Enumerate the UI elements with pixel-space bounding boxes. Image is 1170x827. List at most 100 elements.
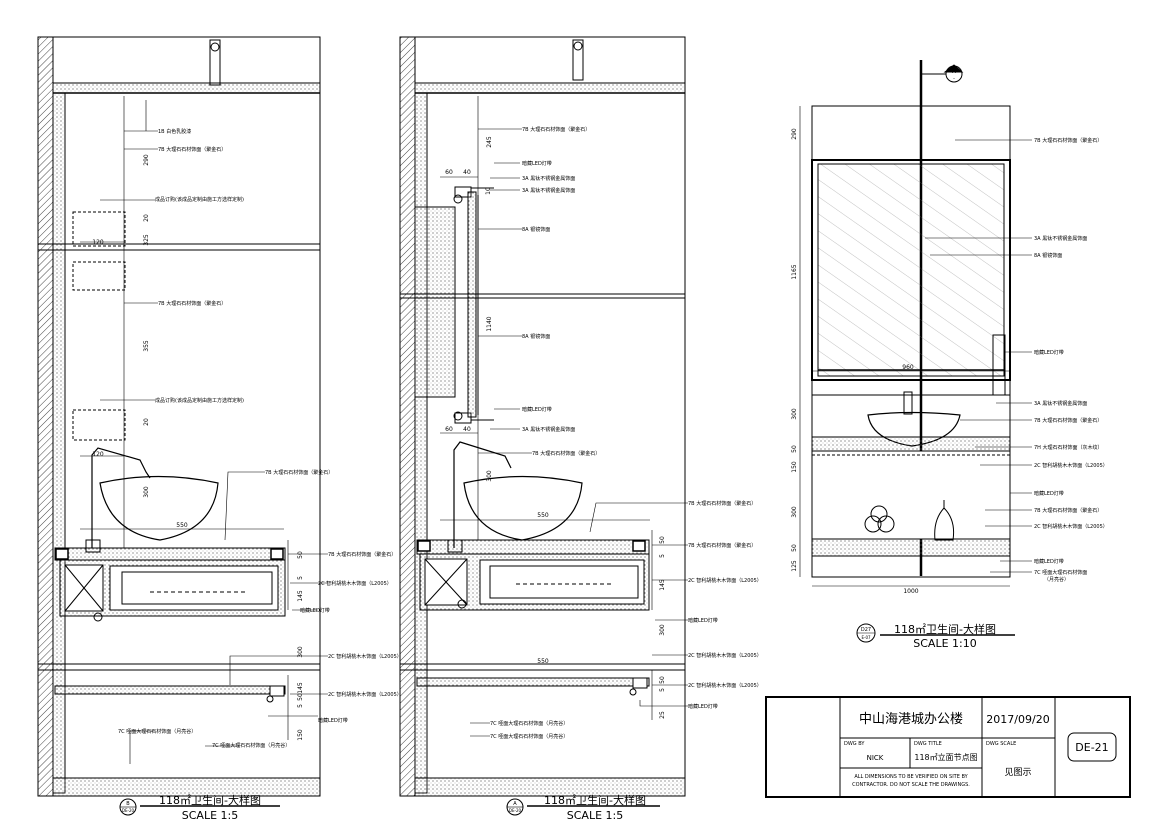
title-date: 2017/09/20: [986, 713, 1049, 726]
section-tag-bottom: -: [953, 76, 955, 82]
note-a-1: 暗藏LED灯带: [522, 160, 552, 167]
note-b-2: 成品订购(该成品定制由施工方选样定制): [155, 196, 244, 203]
note-c-9: 7B 大理石石材饰面（聚金石）: [1034, 507, 1102, 514]
dim-b-d355: 355: [143, 340, 150, 352]
dim-b-d300: 300: [143, 486, 150, 498]
tag-a-bottom: DE-20: [509, 808, 522, 813]
note-a-15: 暗藏LED灯带: [688, 703, 718, 710]
dim-a-d300: 300: [486, 470, 493, 482]
note-b-8: 暗藏LED灯带: [300, 607, 330, 614]
dim-a-d550: 550: [537, 512, 549, 519]
scale-b: SCALE 1:5: [182, 809, 238, 822]
note-c-11: 暗藏LED灯带: [1034, 558, 1064, 565]
drawing-title-a: A DE-20 118㎡卫生间-大样图 SCALE 1:5: [506, 793, 660, 822]
tag-b-top: B: [126, 801, 130, 807]
dim-b-d325: 325: [143, 234, 150, 246]
dim-c-d50b: 50: [791, 544, 798, 552]
dim-c-d290: 290: [791, 128, 798, 140]
dim-c-d50: 50: [791, 445, 798, 453]
dim-b-d20a: 20: [143, 214, 150, 222]
scale-c: SCALE 1:10: [913, 637, 976, 650]
dim-c-d125: 125: [791, 560, 798, 572]
dim-b-d300b: 300: [297, 646, 304, 658]
dim-a-d5: 5: [659, 554, 666, 558]
note-a-16: 7C 哑面大理石石材饰面（月亮谷）: [490, 720, 568, 727]
note-a-12: 暗藏LED灯带: [688, 617, 718, 624]
title-dwg-scale-label: DWG SCALE: [986, 741, 1016, 747]
dim-a-d60: 60: [445, 169, 453, 176]
dim-a-d550b: 550: [537, 658, 549, 665]
note-a-3: 3A 黑钛不锈钢金属饰面: [522, 187, 575, 194]
title-c: 118㎡卫生间-大样图: [894, 622, 996, 636]
dim-b-d50b: 50: [297, 693, 304, 701]
dim-a-d40b: 40: [463, 426, 471, 433]
tag-c-top: D27: [861, 627, 871, 633]
title-dwg-scale: 见图示: [1004, 767, 1031, 778]
note-c-5: 7B 大理石石材饰面（聚金石）: [1034, 417, 1102, 424]
dim-b-d550: 550: [176, 522, 188, 529]
note-a-5: 8A 银镜饰面: [522, 333, 550, 340]
elevation-a: [399, 36, 688, 797]
section-tag-top: A: [952, 68, 957, 75]
dim-c-d960: 960: [902, 364, 914, 371]
dim-a-d245: 245: [486, 136, 493, 148]
note-c-3: 暗藏LED灯带: [1034, 349, 1064, 356]
dim-b-d120: 120: [92, 239, 104, 246]
title-a: 118㎡卫生间-大样图: [544, 793, 646, 807]
note-a-17: 7C 哑面大理石石材饰面（月亮谷）: [490, 733, 568, 740]
note-a-4: 8A 银镜饰面: [522, 226, 550, 233]
note-a-0: 7B 大理石石材饰面（聚金石）: [522, 126, 590, 133]
note-b-3: 7B 大理石石材饰面（聚金石）: [158, 300, 226, 307]
dim-a-d145: 145: [659, 579, 666, 591]
note-b-10: 2C 智利胡桃木木饰面（L2005）: [328, 691, 402, 698]
note-a-9: 7B 大理石石材饰面（聚金石）: [688, 500, 756, 507]
dim-a-d60b: 60: [445, 426, 453, 433]
dim-a-d50b: 50: [659, 676, 666, 684]
note-c-13: （月亮谷）: [1044, 576, 1069, 583]
elevation-b-labels: 1B 白色乳胶漆 7B 大理石石材饰面（聚金石） 成品订购(该成品定制由施工方选样定…: [92, 128, 402, 749]
dim-b-d5b: 5: [297, 704, 304, 708]
note-b-1: 7B 大理石石材饰面（聚金石）: [158, 146, 226, 153]
dim-a-d25: 25: [659, 711, 666, 719]
dim-b-d50: 50: [297, 551, 304, 559]
note-c-10: 2C 智利胡桃木木饰面（L2005）: [1034, 523, 1108, 530]
note-a-13: 2C 智利胡桃木木饰面（L2005）: [688, 652, 762, 659]
title-disclaimer-2: CONTRACTOR. DO NOT SCALE THE DRAWINGS.: [852, 782, 970, 788]
elevation-b: [37, 36, 328, 797]
dim-c-d1000: 1000: [903, 588, 918, 595]
note-c-6: 7H 大理石石材饰面（灰木纹）: [1034, 444, 1103, 451]
note-a-14: 2C 智利胡桃木木饰面（L2005）: [688, 682, 762, 689]
title-dwg-title: 118㎡立面节点图: [914, 752, 977, 762]
note-c-0: 7B 大理石石材饰面（聚金石）: [1034, 137, 1102, 144]
note-b-0: 1B 白色乳胶漆: [158, 128, 191, 135]
dim-a-d5b: 5: [659, 688, 666, 692]
dim-b-d145: 145: [297, 590, 304, 602]
title-project: 中山海港城办公楼: [859, 712, 963, 727]
note-b-13: 7C 哑面大理石石材饰面（月亮谷）: [212, 742, 290, 749]
note-a-7: 3A 黑钛不锈钢金属饰面: [522, 426, 575, 433]
note-b-5: 7B 大理石石材饰面（聚金石）: [265, 469, 333, 476]
dim-a-d50: 50: [659, 536, 666, 544]
dim-b-d290: 290: [143, 154, 150, 166]
dim-b-d20b: 20: [143, 418, 150, 426]
note-b-9: 2C 智利胡桃木木饰面（L2005）: [328, 653, 402, 660]
note-c-1: 3A 黑钛不锈钢金属饰面: [1034, 235, 1087, 242]
dim-c-d300: 300: [791, 408, 798, 420]
note-a-8: 7B 大理石石材饰面（聚金石）: [532, 450, 600, 457]
dim-c-d1165: 1165: [791, 264, 798, 279]
tag-a-top: A: [513, 801, 517, 807]
elevation-c: [799, 60, 1032, 587]
dim-a-d300b: 300: [659, 624, 666, 636]
elevation-a-labels: 7B 大理石石材饰面（聚金石） 暗藏LED灯带 3A 黑钛不锈钢金属饰面 3A 黑钛不…: [445, 126, 762, 740]
note-b-12: 7C 哑面大理石石材饰面（月亮谷）: [118, 728, 196, 735]
title-block: [765, 696, 1131, 798]
note-b-6: 7B 大理石石材饰面（聚金石）: [328, 551, 396, 558]
drawing-title-c: D27 E-07 118㎡卫生间-大样图 SCALE 1:10: [856, 622, 1015, 650]
drawing-title-b: B DE-20 118㎡卫生间-大样图 SCALE 1:5: [119, 793, 280, 822]
note-b-11: 暗藏LED灯带: [318, 717, 348, 724]
note-a-11: 2C 智利胡桃木木饰面（L2005）: [688, 577, 762, 584]
dim-c-d150: 150: [791, 461, 798, 473]
dim-b-d120b: 120: [92, 451, 104, 458]
dim-a-d10: 10: [485, 187, 492, 195]
